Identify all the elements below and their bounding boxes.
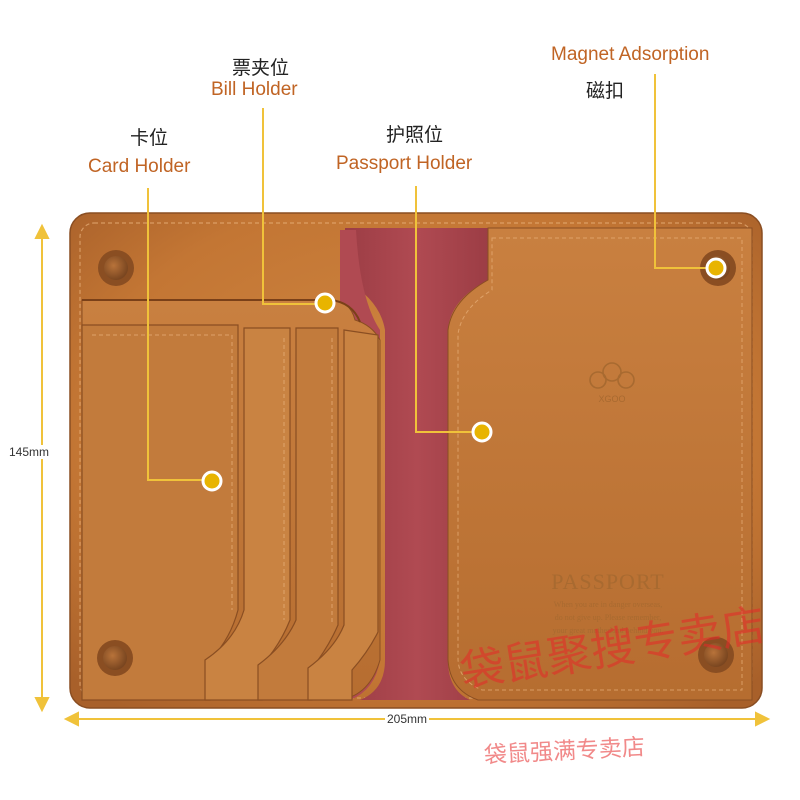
passport-holder-dot (471, 421, 493, 443)
passport-holder-panel (447, 227, 753, 701)
card-holder-label-cn: 卡位 (130, 127, 169, 149)
width-arrow-left (63, 711, 79, 727)
magnet-dot (705, 257, 727, 279)
height-arrow-top (34, 223, 50, 239)
embossed-line-2: do not give up. Please remember, (555, 613, 662, 622)
height-arrow-bottom (34, 697, 50, 713)
embossed-logo (589, 362, 635, 389)
magnet-label-en: Magnet Adsorption (551, 44, 710, 65)
height-dimension-label: 145mm (9, 445, 50, 459)
card-holder-label-en: Card Holder (88, 156, 191, 177)
magnet-label-cn: 磁扣 (586, 80, 625, 102)
felt-spine (345, 228, 488, 700)
bill-holder-leader (262, 108, 325, 305)
width-dimension-label: 205mm (385, 712, 430, 726)
bill-holder-label-en: Bill Holder (211, 79, 298, 100)
passport-holder-leader (415, 186, 482, 433)
width-arrow-right (755, 711, 771, 727)
callout-dots (201, 257, 727, 492)
embossed-line-1: When you are in danger overseas, (554, 600, 662, 609)
magnet-leader (654, 74, 714, 269)
card-slot-2 (204, 327, 291, 701)
card-holder-leader (147, 188, 212, 481)
bill-holder-label-cn: 票夹位 (232, 57, 290, 79)
snap-bottom-left (97, 640, 133, 676)
snap-top-left (98, 250, 134, 286)
card-holder-dot (201, 470, 223, 492)
embossed-title: PASSPORT (551, 569, 665, 594)
bill-holder-dot (314, 292, 336, 314)
passport-holder-label-en: Passport Holder (336, 153, 473, 174)
embossed-brand: XGOO (598, 394, 625, 404)
embossed-line-3: your great motherland behind you. (553, 626, 664, 635)
snap-bottom-right (698, 637, 734, 673)
passport-holder-label-cn: 护照位 (386, 124, 444, 146)
card-slot-4 (307, 329, 379, 701)
